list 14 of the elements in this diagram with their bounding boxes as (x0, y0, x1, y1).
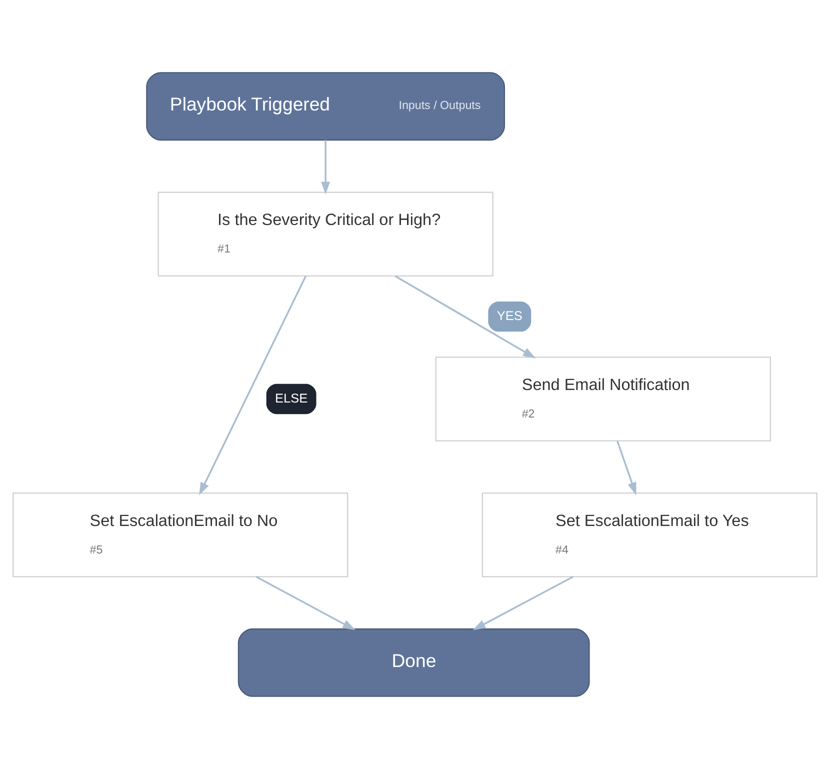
arrow (616, 440, 636, 496)
node-box: Send Email Notification #2 (435, 356, 771, 442)
arrow (394, 275, 536, 358)
arrow (321, 140, 330, 195)
node-box: Playbook Triggered Inputs / Outputs (146, 72, 506, 141)
arrow (472, 576, 574, 630)
arrow (199, 276, 306, 496)
node-box: Set EscalationEmail to Yes #4 (482, 492, 818, 578)
node-box: Set EscalationEmail to No #5 (12, 492, 348, 578)
arrow (256, 576, 356, 630)
node-box: Done (238, 628, 590, 697)
edge-label: ELSE (275, 390, 308, 406)
node-box: Is the Severity Critical or High? #1 (158, 192, 494, 276)
edge-label: YES (496, 308, 522, 323)
